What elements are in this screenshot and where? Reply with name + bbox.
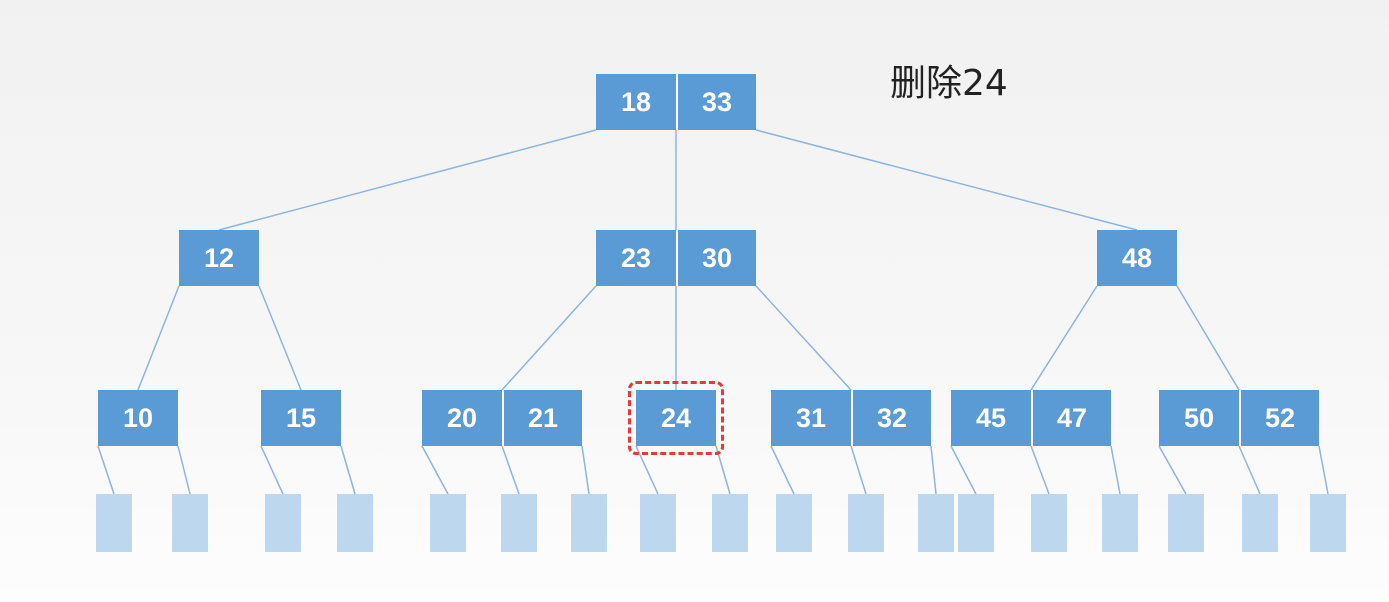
edge-level1-2-to-level2-6 [1176, 285, 1240, 391]
level2-node-10: 10 [98, 390, 178, 446]
key-48: 48 [1097, 230, 1177, 286]
external-leaf [1310, 494, 1346, 552]
external-leaf [1242, 494, 1278, 552]
edge-level1-1-to-level2-4 [755, 285, 852, 391]
edge-root-to-12 [218, 129, 597, 231]
key-18: 18 [596, 74, 676, 130]
edge-level2-6-to-leaf-0 [1158, 445, 1187, 495]
external-leaf [712, 494, 748, 552]
edge-level2-5-to-leaf-0 [950, 445, 977, 495]
edge-level2-5-to-leaf-1 [1030, 445, 1050, 495]
external-leaf [337, 494, 373, 552]
edge-level1-1-to-level2-2 [501, 285, 597, 391]
external-leaf [958, 494, 994, 552]
external-leaf [1031, 494, 1067, 552]
key-52: 52 [1239, 390, 1319, 446]
edge-level1-2-to-level2-5 [1030, 285, 1098, 391]
edge-level2-6-to-leaf-2 [1318, 445, 1329, 495]
external-leaf [776, 494, 812, 552]
external-leaf [640, 494, 676, 552]
external-leaf [172, 494, 208, 552]
external-leaf [1102, 494, 1138, 552]
edge-level2-2-to-leaf-2 [581, 445, 590, 495]
key-21: 21 [502, 390, 582, 446]
edge-level2-6-to-leaf-1 [1238, 445, 1261, 495]
level2-node-15: 15 [261, 390, 341, 446]
edge-level2-2-to-leaf-0 [421, 445, 449, 495]
key-24: 24 [636, 390, 716, 446]
edge-level1-0-to-level2-0 [137, 285, 180, 391]
delete-target-highlight [628, 381, 724, 455]
external-leaf [918, 494, 954, 552]
external-leaf [96, 494, 132, 552]
edge-level2-2-to-leaf-1 [501, 445, 520, 495]
internal-node-12: 12 [179, 230, 259, 286]
edge-root-to-48 [755, 129, 1138, 231]
key-10: 10 [98, 390, 178, 446]
key-50: 50 [1159, 390, 1239, 446]
external-leaf [430, 494, 466, 552]
key-45: 45 [951, 390, 1031, 446]
key-33: 33 [676, 74, 756, 130]
key-23: 23 [596, 230, 676, 286]
external-leaf [848, 494, 884, 552]
key-31: 31 [771, 390, 851, 446]
external-leaf [1168, 494, 1204, 552]
edge-level2-5-to-leaf-2 [1110, 445, 1121, 495]
edge-level2-4-to-leaf-0 [770, 445, 795, 495]
edge-level2-4-to-leaf-2 [930, 445, 937, 495]
edge-level1-0-to-level2-1 [258, 285, 302, 391]
level2-node-24: 24 [636, 390, 716, 446]
edge-level2-1-to-leaf-1 [340, 445, 356, 495]
key-12: 12 [179, 230, 259, 286]
edge-level2-0-to-leaf-0 [97, 445, 115, 495]
external-leaf [501, 494, 537, 552]
internal-node-48: 48 [1097, 230, 1177, 286]
external-leaf [265, 494, 301, 552]
caption-delete-24: 删除24 [890, 63, 1008, 104]
edge-level2-1-to-leaf-0 [260, 445, 284, 495]
edge-level2-0-to-leaf-1 [177, 445, 191, 495]
key-47: 47 [1031, 390, 1111, 446]
key-20: 20 [422, 390, 502, 446]
external-leaf [571, 494, 607, 552]
key-30: 30 [676, 230, 756, 286]
edge-level2-4-to-leaf-1 [850, 445, 867, 495]
key-15: 15 [261, 390, 341, 446]
key-32: 32 [851, 390, 931, 446]
